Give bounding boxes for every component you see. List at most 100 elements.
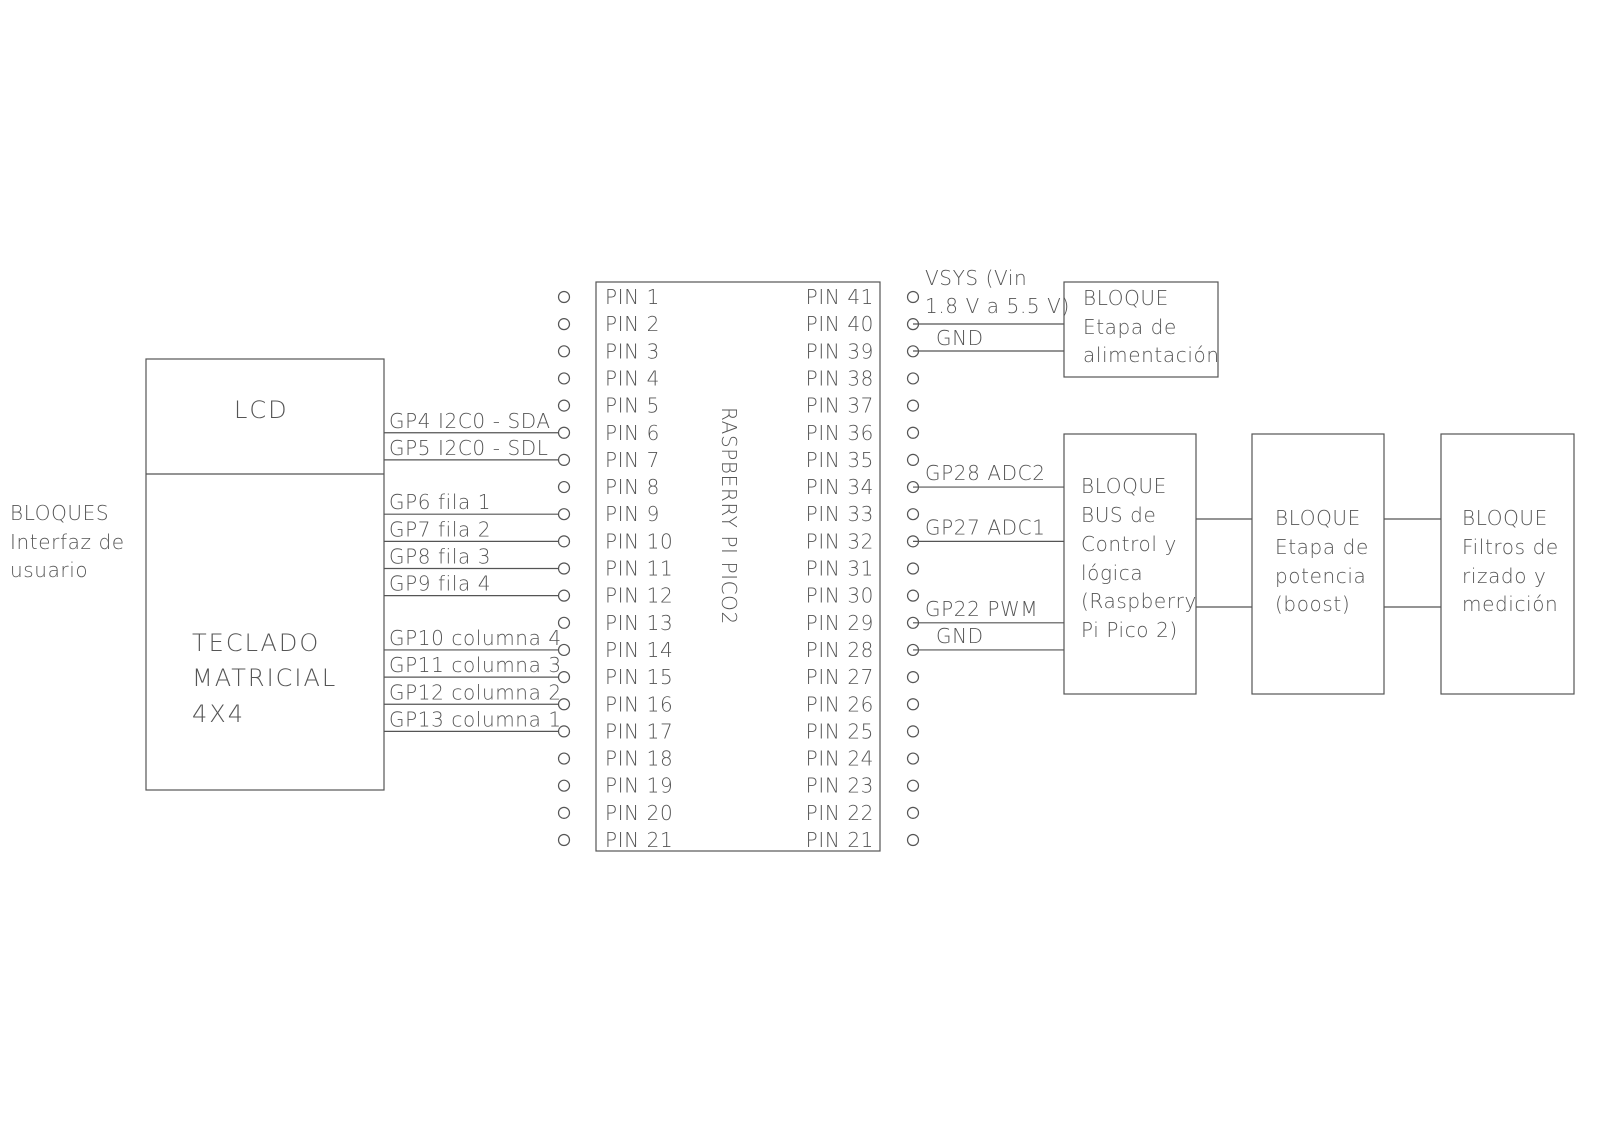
signal-label: GP4 I2C0 - SDA [389, 409, 551, 433]
pico-pin-label: PIN 21 [605, 828, 673, 852]
signal-label: GP7 fila 2 [389, 517, 491, 541]
header-pin [557, 779, 571, 792]
power-block [1063, 281, 1219, 378]
pico-pin-label: PIN 26 [806, 692, 874, 716]
header-pin [557, 562, 571, 575]
signal-label: GP10 columna 4 [389, 626, 562, 650]
header-pin [557, 480, 571, 494]
control-block [1063, 433, 1197, 695]
header-pin [557, 698, 571, 711]
pico-pin-label: PIN 22 [806, 801, 874, 825]
power-stage-label: BLOQUE Etapa de potencia (boost) [1275, 506, 1376, 616]
header-pin [906, 290, 920, 304]
pico-pin-label: PIN 23 [806, 774, 874, 798]
signal-label: GP6 fila 1 [389, 490, 491, 514]
pico-pin-label: PIN 9 [605, 502, 660, 526]
pico-pin-label: PIN 21 [806, 828, 874, 852]
pico-pin-label: PIN 8 [605, 475, 660, 499]
header-pin [557, 372, 571, 385]
signal-label: GP27 ADC1 [925, 515, 1046, 539]
pico-pin-label: PIN 14 [605, 638, 673, 662]
pico-pin-label: PIN 16 [605, 692, 673, 716]
header-pin [906, 725, 920, 738]
header-pin [906, 562, 920, 575]
pico-pin-label: PIN 13 [605, 611, 673, 635]
pico-pin-label: PIN 33 [806, 502, 874, 526]
power-block-label: BLOQUE Etapa de alimentación [1083, 286, 1220, 367]
signal-label: GND [936, 624, 984, 648]
header-pin [557, 670, 571, 684]
pico-left-pin-labels: PIN 1 PIN 2 PIN 3 PIN 4 PIN 5 PIN 6 PIN 7 PIN 8… [605, 285, 673, 852]
header-pin [906, 426, 920, 439]
pico-pin-label: PIN 12 [605, 584, 673, 608]
header-pin [557, 752, 571, 765]
pico-pin-label: PIN 1 [605, 285, 660, 309]
pico-pin-label: PIN 6 [605, 421, 660, 445]
signal-label: GP9 fila 4 [389, 572, 491, 596]
right-pin-header [906, 290, 920, 847]
signal-label: GP13 columna 1 [389, 707, 562, 731]
pico-pin-label: PIN 10 [605, 529, 673, 553]
pico-pin-label: PIN 40 [806, 312, 874, 336]
power-gnd-label: GND [936, 326, 984, 350]
pico-label: RASPBERRY PI PICO2 [717, 407, 741, 625]
header-pin [557, 426, 571, 439]
header-pin [906, 372, 920, 385]
pico-pin-label: PIN 7 [605, 448, 660, 472]
pico-pin-label: PIN 4 [605, 366, 660, 390]
pico-pin-label: PIN 5 [605, 394, 660, 418]
header-pin [906, 752, 920, 765]
power-stage-block [1251, 433, 1385, 695]
header-pin [557, 318, 571, 331]
header-pin [557, 806, 571, 819]
pico-pin-label: PIN 2 [605, 312, 660, 336]
header-pin [557, 643, 571, 657]
filter-block-label: BLOQUE Filtros de rizado y medición [1462, 506, 1566, 616]
header-pin [557, 290, 571, 304]
header-pin [906, 806, 920, 819]
pico-board [595, 281, 881, 852]
vsys-label: VSYS (Vin 1.8 V a 5.5 V) [925, 266, 1070, 318]
pico-pin-label: PIN 24 [806, 747, 874, 771]
pico-pin-label: PIN 11 [605, 557, 673, 581]
header-pin [906, 453, 920, 466]
keypad-label: TECLADO MATRICIAL 4X4 [192, 629, 347, 728]
signal-label: GP5 I2C0 - SDL [389, 436, 549, 460]
pico-pin-label: PIN 39 [806, 339, 874, 363]
header-pin [906, 698, 920, 711]
header-pin [906, 399, 920, 412]
pico-pin-label: PIN 19 [605, 774, 673, 798]
pico-pin-label: PIN 28 [806, 638, 874, 662]
pico-pin-label: PIN 20 [605, 801, 673, 825]
ui-blocks-label: BLOQUES Interfaz de usuario [10, 501, 132, 582]
pico-pin-label: PIN 31 [806, 557, 874, 581]
header-pin [557, 616, 571, 629]
pico-pin-label: PIN 29 [806, 611, 874, 635]
header-pin [557, 453, 571, 466]
pico-pin-label: PIN 34 [806, 475, 874, 499]
pico-pin-label: PIN 25 [806, 719, 874, 743]
header-pin [557, 345, 571, 358]
header-pin [557, 399, 571, 412]
header-pin [557, 535, 571, 548]
left-pin-header [557, 290, 571, 847]
left-signal-group: GP4 I2C0 - SDA GP5 I2C0 - SDL GP6 fila 1 GP… [384, 409, 564, 733]
signal-label: GP11 columna 3 [389, 653, 562, 677]
pico-pin-label: PIN 35 [806, 448, 874, 472]
header-pin [557, 833, 571, 847]
pico-pin-label: PIN 17 [605, 719, 673, 743]
signal-label: GP12 columna 2 [389, 680, 562, 704]
filter-block [1440, 433, 1575, 695]
pico-pin-label: PIN 32 [806, 529, 874, 553]
header-pin [906, 508, 920, 521]
pico-pin-label: PIN 15 [605, 665, 673, 689]
header-pin [906, 589, 920, 602]
pico-pin-label: PIN 36 [806, 421, 874, 445]
header-pin [557, 508, 571, 521]
pico-pin-label: PIN 38 [806, 366, 874, 390]
pico-pin-label: PIN 3 [605, 339, 660, 363]
header-pin [557, 589, 571, 602]
